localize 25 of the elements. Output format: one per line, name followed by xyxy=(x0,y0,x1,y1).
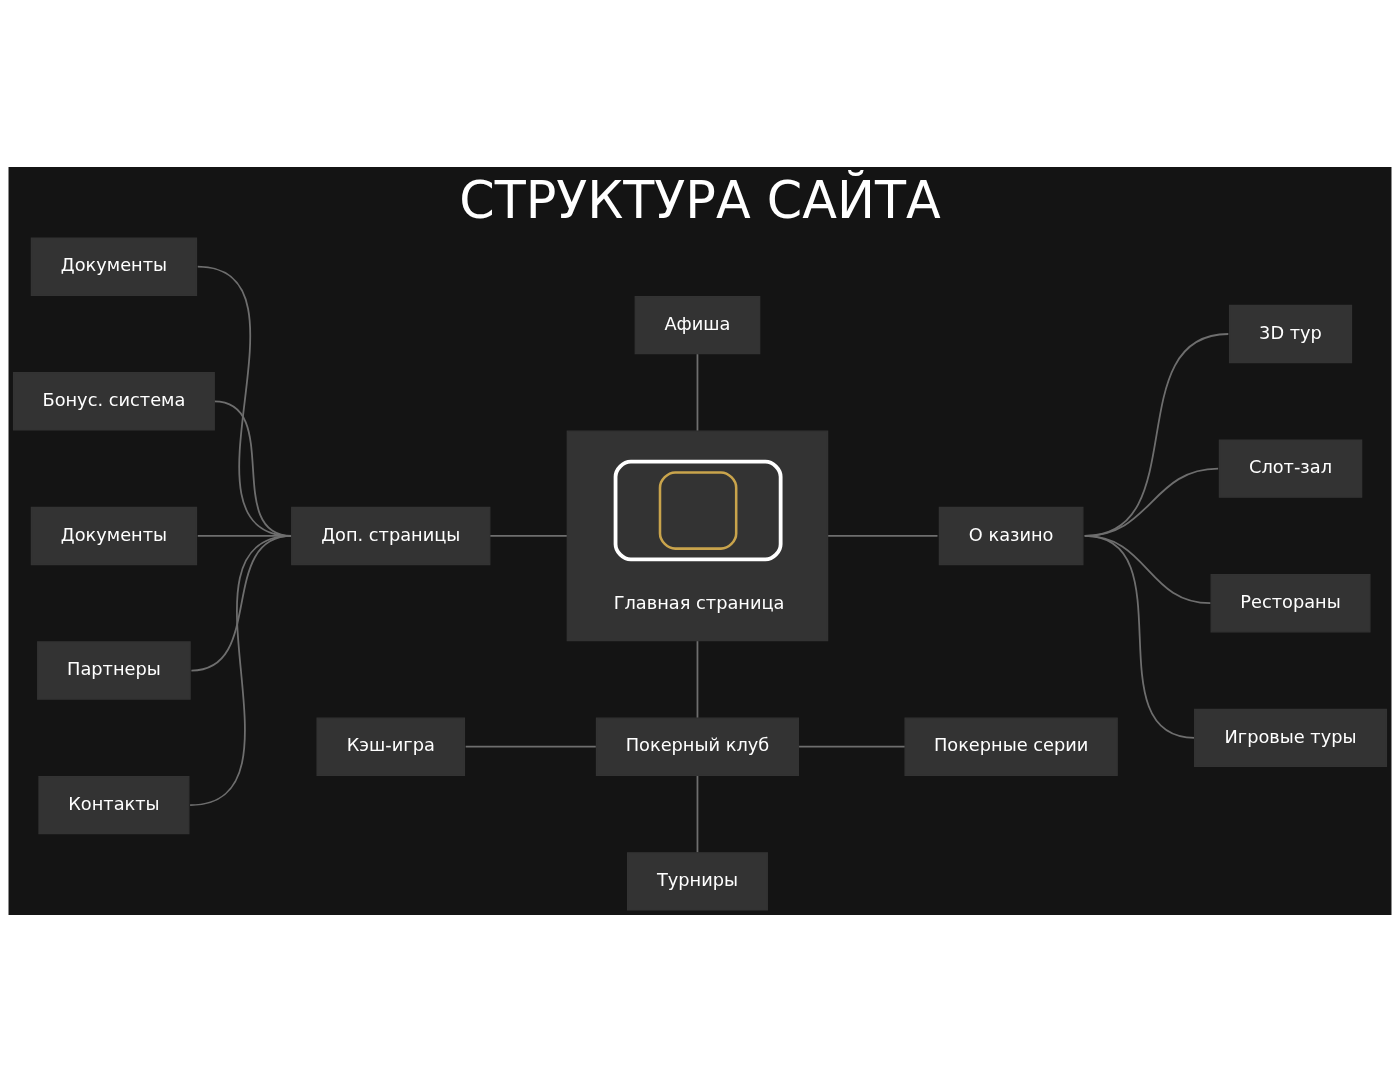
connector xyxy=(798,745,906,748)
connector xyxy=(826,534,939,537)
node-box: Контакты xyxy=(38,775,190,834)
node-box: Кэш-игра xyxy=(316,717,466,776)
node-box: Покерные серии xyxy=(904,717,1118,776)
connector xyxy=(488,534,569,537)
node-box: Покерный клуб xyxy=(595,717,800,776)
node-box: О казино xyxy=(938,506,1084,565)
node-box: Документы xyxy=(30,237,198,296)
node-box: 3D тур xyxy=(1228,304,1353,363)
diagram-title: СТРУКТУРА САЙТА xyxy=(459,170,941,230)
node-box: Афиша xyxy=(634,295,761,354)
connector xyxy=(464,745,597,748)
node-box: Рестораны xyxy=(1210,573,1371,632)
node-box: Партнеры xyxy=(37,640,191,700)
connector xyxy=(1083,534,1196,739)
node-box: Доп. страницы xyxy=(291,506,491,565)
connector xyxy=(696,774,699,853)
node-box: Игровые туры xyxy=(1194,708,1388,767)
node-box: Слот-зал xyxy=(1218,438,1363,498)
node-box: Турниры xyxy=(626,851,768,911)
node-box: Главная страница xyxy=(566,430,829,641)
connector xyxy=(189,534,293,806)
node-box: Документы xyxy=(30,506,198,565)
node-box: Бонус. система xyxy=(12,371,215,430)
